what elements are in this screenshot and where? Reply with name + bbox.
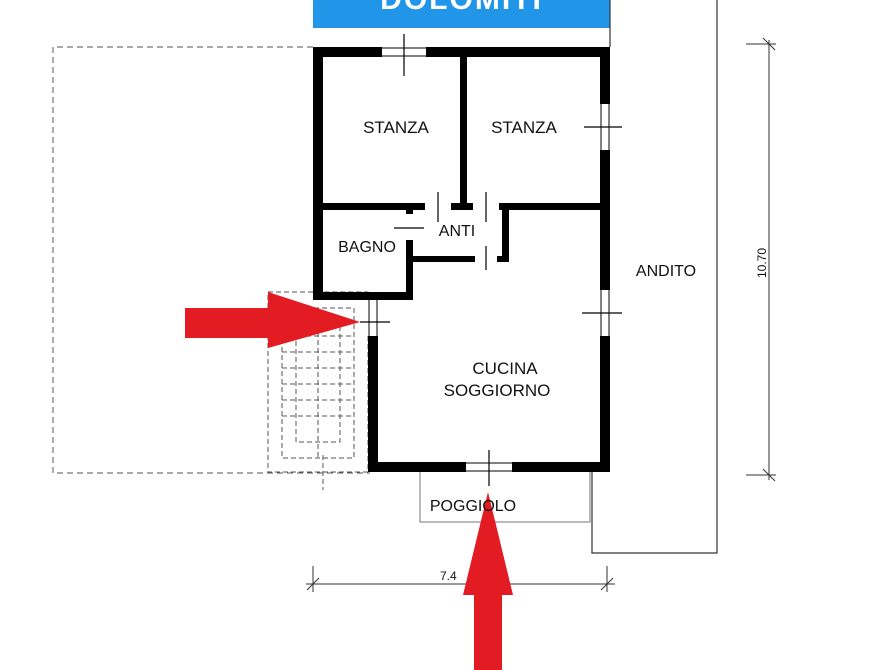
height-dimension xyxy=(746,37,776,482)
walls xyxy=(313,47,610,472)
anti-door-top-left xyxy=(425,192,451,222)
anti-door-top-right xyxy=(473,192,499,222)
anti-door-bottom xyxy=(475,246,497,270)
balcony-door xyxy=(466,450,512,486)
room-label-cucina: CUCINA xyxy=(472,359,538,378)
banner-title: DOLOMITI xyxy=(313,0,610,17)
room-label-anti: ANTI xyxy=(438,223,476,240)
room-label-bagno: BAGNO xyxy=(338,239,396,256)
room-label-stanza-right: STANZA xyxy=(491,118,557,137)
dimension-width-label: 7.4 xyxy=(440,569,457,583)
arrow-right-icon xyxy=(185,292,360,348)
width-dimension xyxy=(306,566,615,592)
arrow-up-icon xyxy=(463,492,513,670)
entrance-door xyxy=(360,300,390,336)
openings xyxy=(360,34,622,486)
balcony-outline xyxy=(419,472,591,523)
window-right-lower xyxy=(582,290,622,336)
window-right-upper xyxy=(584,104,622,150)
window-top xyxy=(382,34,426,76)
garden-outline xyxy=(52,46,370,474)
room-label-andito: ANDITO xyxy=(635,263,697,280)
andito-outline xyxy=(591,0,718,554)
bagno-door xyxy=(394,214,424,240)
room-label-soggiorno: SOGGIORNO xyxy=(443,381,551,400)
title-banner: DOLOMITI xyxy=(313,0,610,28)
room-label-stanza-left: STANZA xyxy=(363,118,429,137)
room-label-poggiolo: POGGIOLO xyxy=(429,498,517,515)
dimension-height-label: 10.70 xyxy=(755,247,769,279)
